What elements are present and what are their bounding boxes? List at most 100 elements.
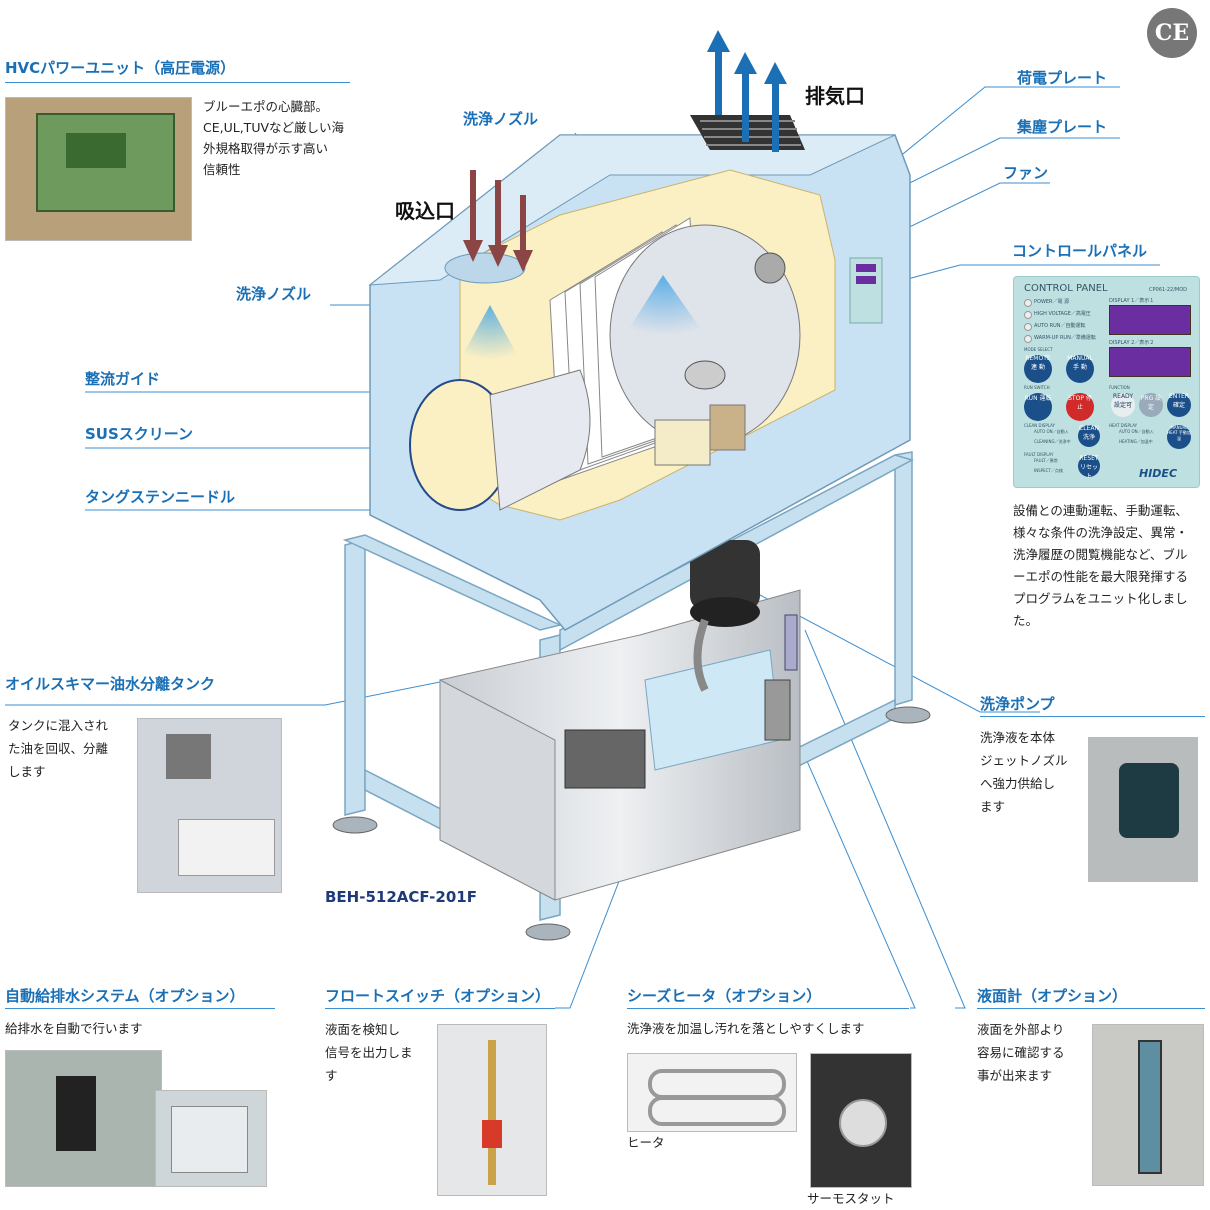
control-desc-line: た。 (1013, 613, 1039, 628)
heater-title: シーズヒータ（オプション） (627, 987, 822, 1005)
clean-button[interactable]: CLEAN 洗浄 (1078, 425, 1100, 447)
level-photo (1092, 1024, 1204, 1186)
thermostat-caption: サーモスタット (807, 1191, 895, 1206)
oil-desc-line: た油を回収、分離 (8, 741, 109, 756)
run-button[interactable]: RUN 運転 (1024, 393, 1052, 421)
auto-water-photo-2 (155, 1090, 267, 1187)
manual-button-label: MANUAL 手 動 (1067, 355, 1093, 371)
level-desc-line: 液面を外部より (977, 1022, 1065, 1037)
hvc-desc: ブルーエポの心臓部。 CE,UL,TUVなど厳しい海 外規格取得が示す高い 信頼… (203, 96, 353, 180)
hvc-desc-line: 信頼性 (203, 162, 241, 177)
level-desc: 液面を外部より 容易に確認する 事が出来ます (977, 1018, 1085, 1087)
stop-button-label: STOP 停止 (1068, 395, 1092, 411)
thermostat-photo (810, 1053, 912, 1188)
control-desc-line: プログラムをユニット化しまし (1013, 591, 1188, 606)
pump-desc-line: ます (980, 799, 1006, 814)
control-desc: 設備との連動運転、手動運転、 様々な条件の洗浄設定、異常・ 洗浄履歴の閲覧機能な… (1013, 500, 1208, 632)
reset-button-label: RESET リセット (1079, 455, 1099, 480)
level-desc-line: 容易に確認する (977, 1045, 1065, 1060)
float-underline (325, 1008, 555, 1009)
pump-title: 洗浄ポンプ (980, 695, 1055, 713)
cp-function: FUNCTION (1109, 385, 1130, 390)
hv-led-icon (1024, 311, 1032, 319)
nozzle-left-label: 洗浄ノズル (236, 285, 312, 303)
cp-brand: HIDEC (1139, 467, 1178, 480)
cp-auto-on2: AUTO ON／自動入 (1119, 429, 1154, 434)
cp-code: CP061-22/MOD (1149, 287, 1188, 293)
tungsten-label: タングステンニードル (85, 488, 236, 506)
pump-desc: 洗浄液を本体 ジェットノズル へ強力供給し ます (980, 726, 1085, 818)
run-button-label: RUN 運転 (1024, 395, 1052, 402)
auto-water-underline (5, 1008, 275, 1009)
enter-button-label: ENTER 確定 (1169, 393, 1189, 409)
pump-desc-line: へ強力供給し (980, 776, 1056, 791)
display1 (1109, 305, 1191, 335)
collect-plate-label: 集塵プレート (1017, 118, 1108, 136)
control-desc-line: ーエポの性能を最大限発揮する (1013, 569, 1189, 584)
float-title: フロートスイッチ（オプション） (325, 987, 551, 1005)
cp-display2-label: DISPLAY 2／表示２ (1109, 340, 1155, 346)
cp-fault-display: FAULT DISPLAY (1024, 452, 1054, 457)
auto-led-icon (1024, 323, 1032, 331)
float-desc-line: 液面を検知し (325, 1022, 401, 1037)
prg-button[interactable]: PRG 設定 (1139, 393, 1163, 417)
remote-button[interactable]: REMOTE 連 動 (1024, 355, 1052, 383)
oil-photo (137, 718, 282, 893)
hvc-desc-line: ブルーエポの心臓部。 (203, 99, 329, 114)
prg-button-label: PRG 設定 (1140, 395, 1162, 411)
control-panel-detail: CONTROL PANEL CP061-22/MOD POWER／電 源 HIG… (1013, 276, 1200, 488)
model-number: BEH-512ACF-201F (325, 888, 477, 906)
cp-status: POWER／電 源 (1034, 299, 1070, 305)
cp-heating: HEATING／加温中 (1119, 439, 1153, 444)
enter-button[interactable]: ENTER 確定 (1167, 393, 1191, 417)
charge-plate-label: 荷電プレート (1017, 69, 1108, 87)
level-title: 液面計（オプション） (977, 987, 1128, 1005)
hvc-photo (5, 97, 192, 241)
exhaust-label: 排気口 (805, 84, 865, 108)
pump-underline (980, 716, 1205, 717)
cp-fault: FAULT／異常 (1034, 458, 1058, 463)
fan-label: ファン (1003, 164, 1049, 182)
hvc-underline (5, 82, 350, 83)
nozzle-top-label: 洗浄ノズル (463, 110, 539, 128)
cp-mode-select: MODE SELECT (1024, 347, 1053, 352)
float-desc-line: す (325, 1068, 338, 1083)
hvc-desc-line: 外規格取得が示す高い (203, 141, 329, 156)
pump-desc-line: ジェットノズル (980, 753, 1068, 768)
cp-auto-on: AUTO ON／自動入 (1034, 429, 1069, 434)
cp-display1-label: DISPLAY 1／表示１ (1109, 298, 1155, 304)
cp-status: AUTO RUN／自動運転 (1034, 323, 1086, 329)
ready-button[interactable]: READY 設定可 (1111, 393, 1135, 417)
control-desc-line: 様々な条件の洗浄設定、異常・ (1013, 525, 1189, 540)
flow-guide-label: 整流ガイド (85, 370, 161, 388)
cp-title: CONTROL PANEL (1024, 283, 1108, 294)
intake-label: 吸込口 (395, 199, 455, 223)
cp-status: HIGH VOLTAGE／高電圧 (1034, 311, 1091, 317)
heater-underline (627, 1008, 909, 1009)
auto-water-photo-1 (5, 1050, 162, 1187)
sus-screen-label: SUSスクリーン (85, 425, 194, 443)
ready-button-label: READY 設定可 (1112, 393, 1134, 409)
cp-cleaning: CLEANING／洗浄中 (1034, 439, 1071, 444)
stop-button[interactable]: STOP 停止 (1066, 393, 1094, 421)
manual-button[interactable]: MANUAL 手 動 (1066, 355, 1094, 383)
manual-heat-button-label: MANUAL HEAT 手動加温 (1167, 425, 1191, 441)
warmup-led-icon (1024, 335, 1032, 343)
level-underline (977, 1008, 1205, 1009)
auto-water-title: 自動給排水システム（オプション） (5, 987, 245, 1005)
control-desc-line: 設備との連動運転、手動運転、 (1013, 503, 1188, 518)
float-desc: 液面を検知し 信号を出力しま す (325, 1018, 425, 1087)
cp-inspect: INSPECT／点検 (1034, 468, 1063, 473)
power-led-icon (1024, 299, 1032, 307)
oil-title: オイルスキマー油水分離タンク (5, 675, 216, 693)
display2 (1109, 347, 1191, 377)
reset-button[interactable]: RESET リセット (1078, 455, 1100, 480)
remote-button-label: REMOTE 連 動 (1025, 355, 1051, 371)
auto-water-desc: 給排水を自動で行います (5, 1021, 143, 1036)
oil-desc: タンクに混入され た油を回収、分離 します (8, 714, 133, 783)
float-photo (437, 1024, 547, 1196)
manual-heat-button[interactable]: MANUAL HEAT 手動加温 (1167, 425, 1191, 449)
hvc-desc-line: CE,UL,TUVなど厳しい海 (203, 120, 345, 135)
cp-run-switch: RUN SWITCH (1024, 385, 1050, 390)
cp-clean-display: CLEAN DISPLAY (1024, 423, 1055, 428)
